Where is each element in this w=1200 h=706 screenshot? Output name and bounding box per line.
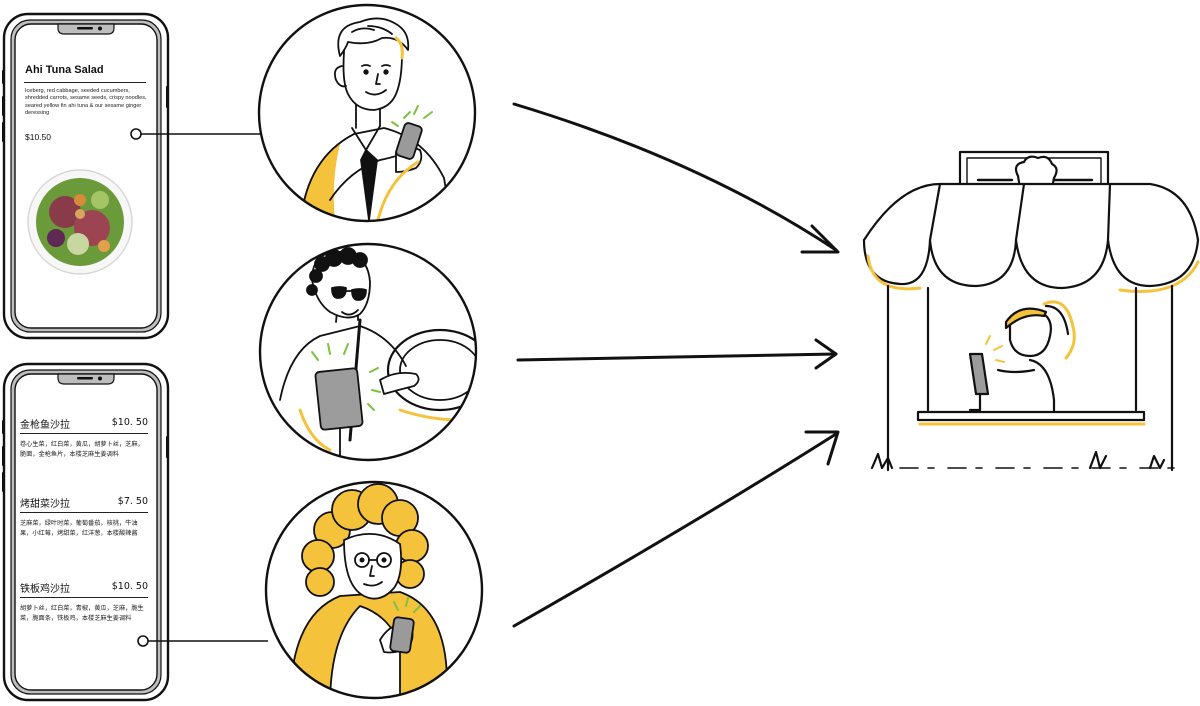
chinese-item-name: 金枪鱼沙拉 <box>20 420 70 431</box>
menu-item-title: Ahi Tuna Salad <box>25 64 104 76</box>
chinese-item-name: 铁板鸡沙拉 <box>20 584 70 595</box>
menu-item-price: $10.50 <box>25 132 51 142</box>
chinese-item-price: $10. 50 <box>111 581 148 592</box>
arrow-bottom <box>512 432 838 628</box>
arrow-bottom-head <box>804 430 840 466</box>
chinese-item-price: $10. 50 <box>111 417 148 428</box>
connector-dot-bottom <box>137 635 149 647</box>
kiosk-sign <box>954 150 1110 214</box>
connector-lines <box>130 128 268 647</box>
chinese-item-description: 胡萝卜丝，红白菜，青椒，黄瓜，芝麻，脆生菜，脆面条，铁板鸡，本楼芝麻生姜调料 <box>20 605 144 622</box>
chinese-item-price: $7. 50 <box>117 496 148 507</box>
arrows <box>512 102 840 628</box>
driver-with-tablet-icon <box>258 242 478 462</box>
menu-item-description: Iceberg, red cabbage, seeded cucumbers, … <box>25 88 147 117</box>
businessman-with-phone-icon <box>257 3 477 223</box>
chinese-item-divider <box>20 512 148 513</box>
chinese-item-divider <box>20 597 148 598</box>
chinese-item-divider <box>20 433 148 434</box>
phone-english-menu <box>2 12 170 340</box>
arrow-top-head <box>800 224 840 254</box>
chinese-item-description: 卷心生菜，红白菜，黄瓜，胡萝卜丝，芝麻，脆面，金枪鱼片，本楼芝麻生姜调料 <box>20 441 144 458</box>
elderly-woman-with-phone-icon <box>264 480 484 700</box>
salad-plate-icon <box>27 169 133 275</box>
phone-chinese-menu <box>2 362 170 702</box>
connector-dot-top <box>130 128 142 140</box>
menu-title-divider <box>24 82 146 83</box>
arrow-middle <box>516 352 838 362</box>
arrow-middle-head <box>814 338 838 370</box>
food-kiosk-icon <box>862 150 1200 472</box>
arrow-top <box>512 102 838 252</box>
chinese-item-description: 芝麻菜，绿叶时菜，葡萄番茄，核桃，牛油果，小红莓，烤甜菜，红洋葱，本楼酸辣酱 <box>20 520 138 537</box>
chinese-item-name: 烤甜菜沙拉 <box>20 499 70 510</box>
vendor-with-terminal-icon <box>968 300 1076 414</box>
